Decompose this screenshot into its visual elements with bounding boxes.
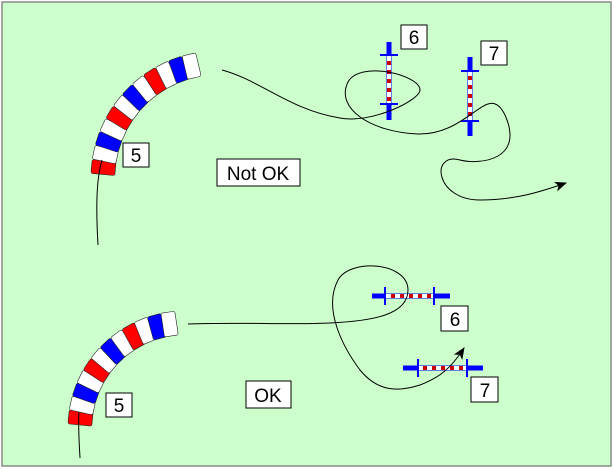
jump-label-7-top: 7 [480,40,508,66]
svg-text:6: 6 [409,28,420,49]
svg-text:5: 5 [114,396,125,417]
bottom-example: 5 6 7 OK [67,265,499,459]
svg-text:7: 7 [480,381,491,402]
tunnel-obstacle [67,311,179,427]
top-example: 5 6 7 Not OK [90,24,566,246]
jump-label-7-bottom: 7 [470,376,499,403]
handler-path-not-ok [96,69,566,246]
status-label-ok: OK [245,380,292,409]
jump-obstacle-7 [461,57,479,136]
tunnel-segment [182,52,202,80]
svg-text:6: 6 [450,310,461,331]
jump-obstacle-6 [380,42,398,120]
tunnel-label-top: 5 [122,142,150,168]
tunnel-obstacle [90,52,202,176]
jump-label-6-top: 6 [400,24,428,50]
tunnel-label-bottom: 5 [105,392,133,418]
handler-path-ok [78,265,464,459]
svg-text:5: 5 [131,146,142,167]
svg-text:7: 7 [489,44,500,65]
jump-obstacle-7 [403,359,483,377]
svg-text:OK: OK [254,386,282,407]
tunnel-segment [160,311,179,338]
jump-obstacle-6 [372,287,450,305]
svg-text:Not OK: Not OK [227,164,290,185]
jump-label-6-bottom: 6 [440,305,469,332]
status-label-not-ok: Not OK [216,158,301,187]
